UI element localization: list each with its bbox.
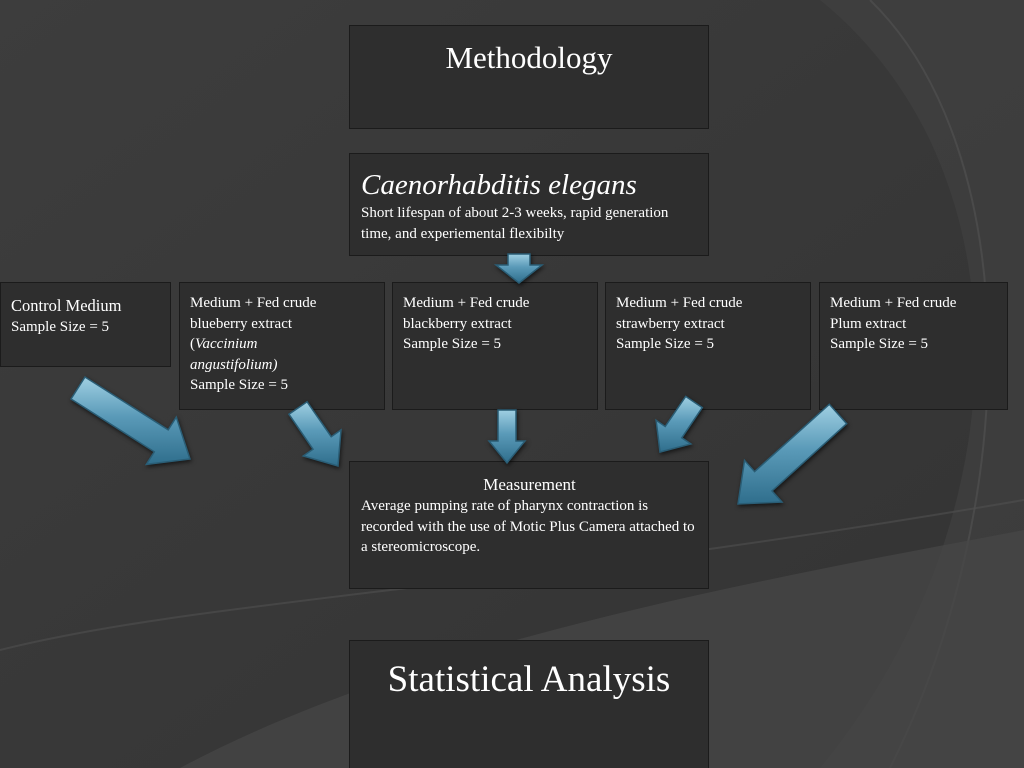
group-strawberry-line1: Medium + Fed crude xyxy=(616,295,743,311)
methodology-title: Methodology xyxy=(445,40,613,75)
group-plum-line2: Plum extract xyxy=(830,315,907,332)
group-blueberry-line1: Medium + Fed crude xyxy=(190,295,317,311)
analysis-box: Statistical Analysis xyxy=(349,640,709,768)
measurement-title: Measurement xyxy=(483,475,576,494)
species-open-paren: ( xyxy=(190,336,195,352)
analysis-title: Statistical Analysis xyxy=(387,659,671,700)
group-blackberry-line1: Medium + Fed crude xyxy=(403,295,530,311)
organism-description: Short lifespan of about 2-3 weeks, rapid… xyxy=(361,205,669,242)
group-blackberry-box: Medium + Fed crude blackberry extract Sa… xyxy=(392,282,598,410)
organism-name: Caenorhabditis elegans xyxy=(361,169,637,201)
group-strawberry-sample-size: Sample Size = 5 xyxy=(616,336,715,352)
group-control-sample-size: Sample Size = 5 xyxy=(11,319,110,335)
group-blackberry-sample-size: Sample Size = 5 xyxy=(403,336,502,352)
group-plum-line1: Medium + Fed crude xyxy=(830,295,957,311)
species-name: Vaccinium angustifolium) xyxy=(190,336,278,373)
organism-box: Caenorhabditis elegans Short lifespan of… xyxy=(349,153,709,256)
methodology-box: Methodology xyxy=(349,25,709,129)
group-blueberry-box: Medium + Fed crude blueberry extract (Va… xyxy=(179,282,385,410)
group-blueberry-species: (Vaccinium angustifolium) xyxy=(190,334,320,375)
background-arc-line xyxy=(0,499,1024,651)
group-strawberry-box: Medium + Fed crude strawberry extract Sa… xyxy=(605,282,811,410)
group-plum-sample-size: Sample Size = 5 xyxy=(830,336,929,352)
group-control-title: Control Medium xyxy=(11,296,122,315)
measurement-description: Average pumping rate of pharynx contract… xyxy=(361,498,695,555)
group-plum-box: Medium + Fed crude Plum extract Sample S… xyxy=(819,282,1008,410)
measurement-box: Measurement Average pumping rate of phar… xyxy=(349,461,709,589)
group-control-box: Control Medium Sample Size = 5 xyxy=(0,282,171,367)
group-strawberry-line2: strawberry extract xyxy=(616,315,725,332)
group-blueberry-sample-size: Sample Size = 5 xyxy=(190,377,289,393)
group-blueberry-line2: blueberry extract xyxy=(190,315,293,332)
group-blackberry-line2: blackberry extract xyxy=(403,315,512,332)
